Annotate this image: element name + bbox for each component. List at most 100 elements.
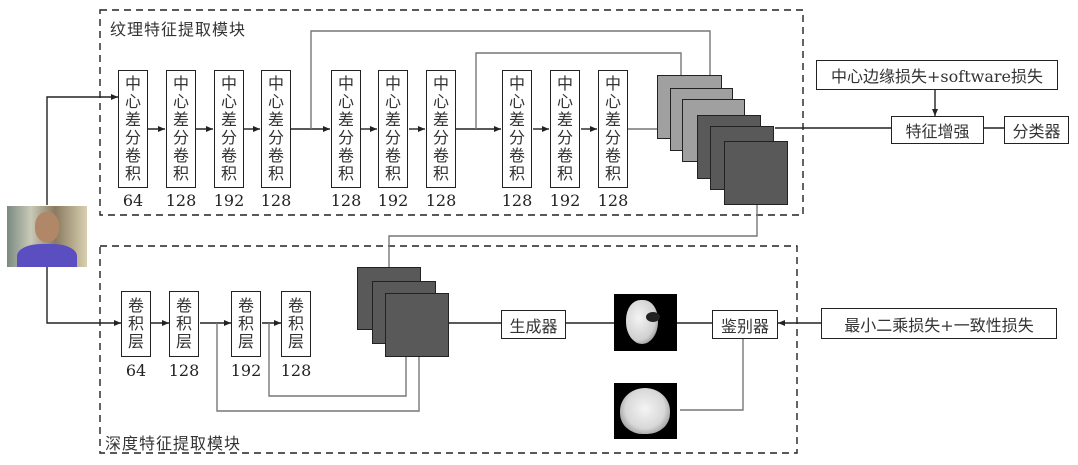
block-label-char: 差 <box>432 110 449 129</box>
classifier-box: 分类器 <box>1004 116 1069 144</box>
generated-depth-map <box>614 294 677 351</box>
texture-loss-box: 中心边缘损失+software损失 <box>816 60 1058 90</box>
channel-count: 128 <box>330 191 362 210</box>
block-label-char: 层 <box>237 332 254 351</box>
cdc-block: 中心差分卷积 <box>166 70 196 188</box>
conv-layer-block: 卷积层 <box>121 291 151 357</box>
block-label-char: 心 <box>384 92 401 111</box>
block-label-char: 分 <box>384 128 401 147</box>
feature-map <box>385 293 449 357</box>
conv-layer-block: 卷积层 <box>169 291 199 357</box>
cdc-block: 中心差分卷积 <box>118 70 148 188</box>
texture-module-title: 纹理特征提取模块 <box>110 20 247 39</box>
block-label-char: 心 <box>604 92 621 111</box>
cdc-block: 中心差分卷积 <box>214 70 244 188</box>
block-label-char: 积 <box>124 164 141 183</box>
block-label-char: 卷 <box>267 146 284 165</box>
block-label-char: 分 <box>337 128 354 147</box>
block-label-char: 分 <box>220 128 237 147</box>
block-label-char: 差 <box>337 110 354 129</box>
feature-map <box>724 141 788 205</box>
conv-layer-block: 卷积层 <box>281 291 311 357</box>
block-label-char: 中 <box>220 74 237 93</box>
block-label-char: 差 <box>220 110 237 129</box>
block-label-char: 积 <box>384 164 401 183</box>
block-label-char: 差 <box>267 110 284 129</box>
block-label-char: 心 <box>337 92 354 111</box>
cdc-block: 中心差分卷积 <box>426 70 456 188</box>
cdc-block: 中心差分卷积 <box>502 70 532 188</box>
block-label-char: 心 <box>267 92 284 111</box>
block-label-char: 差 <box>508 110 525 129</box>
channel-count: 128 <box>165 191 197 210</box>
block-label-char: 分 <box>172 128 189 147</box>
block-label-char: 中 <box>337 74 354 93</box>
block-label-char: 心 <box>556 92 573 111</box>
channel-count: 192 <box>230 361 262 380</box>
channel-count: 128 <box>597 191 629 210</box>
block-label-char: 差 <box>124 110 141 129</box>
block-label-char: 分 <box>267 128 284 147</box>
block-label-char: 中 <box>124 74 141 93</box>
block-label-char: 心 <box>172 92 189 111</box>
channel-count: 64 <box>122 191 144 210</box>
block-label-char: 积 <box>172 164 189 183</box>
block-label-char: 积 <box>127 314 144 333</box>
block-label-char: 心 <box>508 92 525 111</box>
block-label-char: 卷 <box>337 146 354 165</box>
channel-count: 192 <box>377 191 409 210</box>
ground-truth-depth-map <box>614 383 677 439</box>
block-label-char: 中 <box>604 74 621 93</box>
depth-module-title: 深度特征提取模块 <box>105 434 242 453</box>
block-label-char: 积 <box>175 314 192 333</box>
block-label-char: 心 <box>220 92 237 111</box>
block-label-char: 卷 <box>604 146 621 165</box>
block-label-char: 差 <box>172 110 189 129</box>
block-label-char: 卷 <box>220 146 237 165</box>
block-label-char: 差 <box>604 110 621 129</box>
block-label-char: 积 <box>337 164 354 183</box>
block-label-char: 卷 <box>384 146 401 165</box>
block-label-char: 层 <box>127 332 144 351</box>
block-label-char: 中 <box>556 74 573 93</box>
block-label-char: 卷 <box>127 296 144 315</box>
block-label-char: 分 <box>124 128 141 147</box>
face-head <box>35 212 59 242</box>
block-label-char: 层 <box>175 332 192 351</box>
channel-count: 128 <box>501 191 533 210</box>
input-face-image <box>7 206 87 267</box>
block-label-char: 积 <box>432 164 449 183</box>
block-label-char: 差 <box>384 110 401 129</box>
feature-enhance-box: 特征增强 <box>891 116 984 144</box>
block-label-char: 卷 <box>556 146 573 165</box>
channel-count: 128 <box>280 361 312 380</box>
block-label-char: 卷 <box>287 296 304 315</box>
block-label-char: 中 <box>267 74 284 93</box>
block-label-char: 积 <box>604 164 621 183</box>
block-label-char: 层 <box>287 332 304 351</box>
discriminator-box: 鉴别器 <box>712 310 778 339</box>
block-label-char: 积 <box>237 314 254 333</box>
block-label-char: 心 <box>124 92 141 111</box>
channel-count: 64 <box>125 361 147 380</box>
block-label-char: 分 <box>508 128 525 147</box>
block-label-char: 分 <box>432 128 449 147</box>
cdc-block: 中心差分卷积 <box>550 70 580 188</box>
block-label-char: 积 <box>508 164 525 183</box>
generator-box: 生成器 <box>501 310 566 339</box>
channel-count: 192 <box>213 191 245 210</box>
depth-loss-box: 最小二乘损失+一致性损失 <box>821 308 1057 339</box>
block-label-char: 心 <box>432 92 449 111</box>
block-label-char: 卷 <box>508 146 525 165</box>
block-label-char: 卷 <box>172 146 189 165</box>
block-label-char: 中 <box>384 74 401 93</box>
cdc-block: 中心差分卷积 <box>261 70 291 188</box>
block-label-char: 卷 <box>124 146 141 165</box>
conv-layer-block: 卷积层 <box>231 291 261 357</box>
block-label-char: 差 <box>556 110 573 129</box>
cdc-block: 中心差分卷积 <box>598 70 628 188</box>
block-label-char: 分 <box>604 128 621 147</box>
cdc-block: 中心差分卷积 <box>331 70 361 188</box>
block-label-char: 卷 <box>175 296 192 315</box>
